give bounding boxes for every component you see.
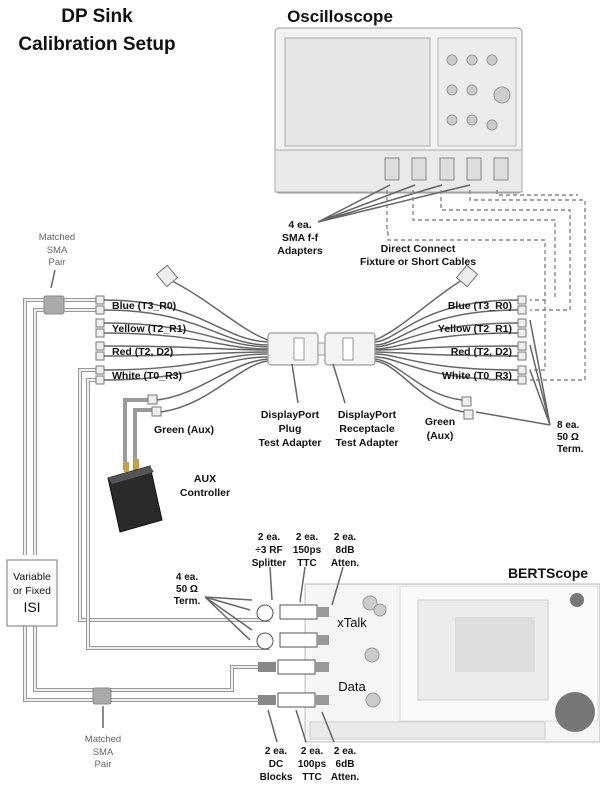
ttc100-label-2: 100ps: [298, 759, 327, 770]
title-line-1: DP Sink: [61, 6, 133, 27]
right-cable-red: Red (T2, D2): [451, 346, 512, 358]
term-left-1: 4 ea.: [176, 572, 198, 583]
dc-blocks-label-2: DC: [269, 759, 283, 770]
left-cable-blue: Blue (T3_R0): [112, 300, 176, 312]
term-left-3: Term.: [174, 596, 201, 607]
matched-sma-top-2: SMA: [47, 245, 68, 256]
plug-adapter-label-2: Plug: [279, 423, 302, 435]
splitter-label-2: ÷3 RF: [255, 545, 282, 556]
term-right-2: 50 Ω: [557, 432, 579, 443]
isi-box: [6, 559, 58, 627]
oscilloscope-label: Oscilloscope: [287, 7, 393, 26]
ttc150-label-3: TTC: [297, 558, 316, 569]
isi-label-3: ISI: [23, 599, 40, 615]
right-cable-green-2: (Aux): [427, 430, 454, 442]
direct-connect-label-2: Fixture or Short Cables: [360, 256, 476, 268]
term-left-2: 50 Ω: [176, 584, 198, 595]
left-cable-red: Red (T2, D2): [112, 346, 173, 358]
isi-label-2: or Fixed: [13, 585, 51, 597]
dc-blocks-label-1: 2 ea.: [265, 746, 287, 757]
aux-controller-device: [107, 459, 163, 533]
receptacle-adapter-label-2: Receptacle: [339, 423, 395, 435]
right-cable-green-1: Green: [425, 416, 455, 428]
ttc100-label-3: TTC: [302, 772, 321, 783]
splitter-label-3: Splitter: [252, 558, 287, 569]
ttc100-label-1: 2 ea.: [301, 746, 323, 757]
atten8-label-1: 2 ea.: [334, 532, 356, 543]
term-right-3: Term.: [557, 444, 584, 455]
matched-sma-top-1: Matched: [39, 232, 75, 243]
right-cable-blue: Blue (T3_R0): [448, 300, 512, 312]
term-right-1: 8 ea.: [557, 420, 579, 431]
atten8-label-3: Atten.: [331, 558, 360, 569]
bertscope-label: BERTScope: [508, 565, 588, 581]
plug-adapter-label-3: Test Adapter: [258, 437, 321, 449]
xtalk-label: xTalk: [337, 615, 367, 630]
displayport-plug-adapter: [267, 332, 319, 366]
plug-adapter-label-1: DisplayPort: [261, 409, 320, 421]
bertscope-device: [304, 583, 600, 743]
left-cable-white: White (T0_R3): [112, 370, 182, 382]
receptacle-adapter-label-3: Test Adapter: [335, 437, 398, 449]
atten6-label-3: Atten.: [331, 772, 360, 783]
right-cable-white: White (T0_R3): [442, 370, 512, 382]
splitter-label-1: 2 ea.: [258, 532, 280, 543]
sma-adapters-label-3: Adapters: [277, 245, 323, 257]
receptacle-adapter-label-1: DisplayPort: [338, 409, 397, 421]
sma-adapters-label-1: 4 ea.: [288, 219, 311, 231]
data-label: Data: [338, 679, 366, 694]
sma-adapters-label-2: SMA f-f: [282, 232, 319, 244]
aux-controller-label-2: Controller: [180, 487, 230, 499]
oscilloscope-device: [274, 27, 523, 194]
matched-sma-top-3: Pair: [49, 257, 66, 268]
left-cable-green: Green (Aux): [154, 424, 214, 436]
ttc150-label-2: 150ps: [293, 545, 322, 556]
left-cable-yellow: Yellow (T2_R1): [112, 323, 186, 335]
inline-components: [256, 604, 329, 708]
direct-connect-label-1: Direct Connect: [381, 243, 456, 255]
title-line-2: Calibration Setup: [18, 34, 175, 55]
right-cable-yellow: Yellow (T2_R1): [438, 323, 512, 335]
matched-sma-bottom-1: Matched: [85, 734, 121, 745]
atten8-label-2: 8dB: [336, 545, 355, 556]
atten6-label-2: 6dB: [336, 759, 355, 770]
matched-sma-bottom-2: SMA: [93, 747, 114, 758]
left-cable-routing: [23, 295, 270, 705]
matched-sma-bottom-3: Pair: [95, 759, 112, 770]
ttc150-label-1: 2 ea.: [296, 532, 318, 543]
dc-blocks-label-3: Blocks: [260, 772, 293, 783]
aux-controller-label-1: AUX: [194, 473, 216, 485]
atten6-label-1: 2 ea.: [334, 746, 356, 757]
isi-label-1: Variable: [13, 571, 51, 583]
